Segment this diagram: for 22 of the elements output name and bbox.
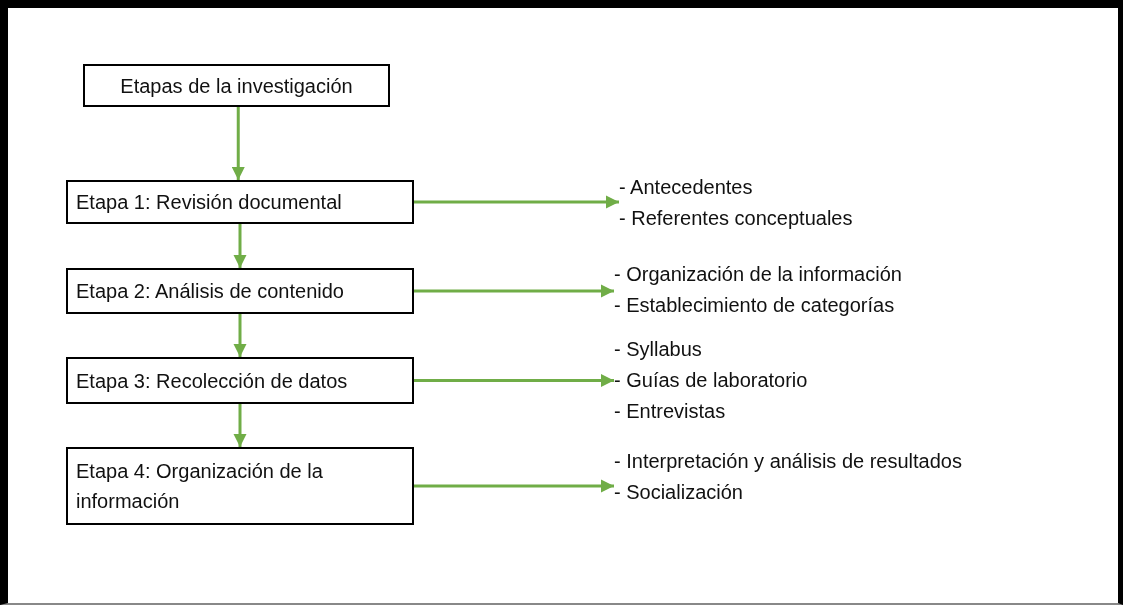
stage-box: Etapa 1: Revisión documental [66, 180, 414, 224]
stage-box: Etapa 4: Organización de la información [66, 447, 414, 525]
list-item: - Referentes conceptuales [619, 206, 853, 231]
arrow [233, 314, 247, 357]
list-item: - Guías de laboratorio [614, 368, 808, 393]
title-box: Etapas de la investigación [83, 64, 390, 107]
stage-box: Etapa 2: Análisis de contenido [66, 268, 414, 314]
arrow [233, 404, 247, 447]
arrow [414, 373, 614, 388]
list-item: - Socialización [614, 480, 743, 505]
arrow [231, 107, 245, 180]
list-item: - Establecimiento de categorías [614, 293, 895, 318]
arrow [414, 284, 614, 298]
list-item: - Antecedentes [619, 175, 753, 200]
arrow [414, 195, 619, 209]
list-item: - Interpretación y análisis de resultados [614, 449, 962, 474]
arrow [233, 224, 247, 268]
list-item: - Organización de la información [614, 262, 902, 287]
stage-box: Etapa 3: Recolección de datos [66, 357, 414, 404]
list-item: - Syllabus [614, 337, 702, 362]
arrow [414, 479, 614, 493]
list-item: - Entrevistas [614, 399, 726, 424]
